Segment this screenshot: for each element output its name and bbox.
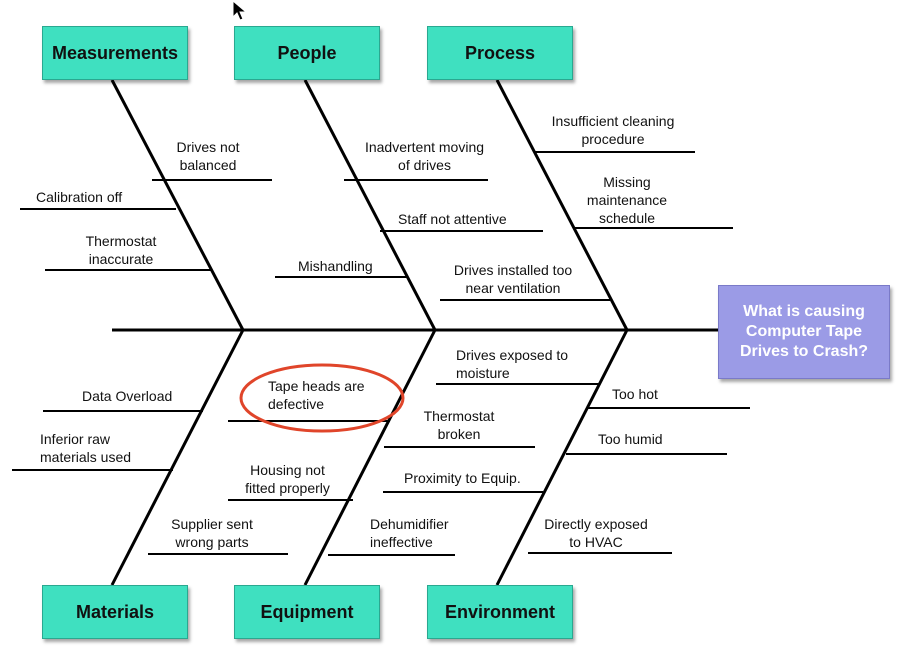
cause-label: Staff not attentive bbox=[398, 211, 507, 227]
cause-label: Too humid bbox=[598, 431, 663, 447]
highlight-circle bbox=[239, 363, 405, 433]
effect-text: What is causing Computer Tape Drives to … bbox=[739, 303, 869, 360]
cause-label: Missing maintenance schedule bbox=[586, 174, 668, 226]
category-equipment: Equipment bbox=[234, 585, 380, 639]
cause-label: Drives exposed to moisture bbox=[456, 347, 569, 381]
cause-label: Proximity to Equip. bbox=[404, 470, 521, 486]
bone-equipment bbox=[303, 329, 437, 586]
cause-label: Directly exposed to HVAC bbox=[544, 516, 648, 550]
cause-label: Inferior raw materials used bbox=[40, 431, 132, 465]
bone-measurements bbox=[110, 79, 245, 331]
cause-label: Inadvertent moving of drives bbox=[364, 139, 485, 173]
cause-label: Thermostat broken bbox=[423, 408, 495, 442]
cause-label: Housing not fitted properly bbox=[245, 462, 330, 496]
mouse-cursor-icon bbox=[232, 0, 248, 21]
cause-label: Drives installed too near ventilation bbox=[453, 262, 573, 296]
cause-label: Mishandling bbox=[298, 258, 373, 274]
bone-materials bbox=[110, 329, 245, 586]
cause-label: Data Overload bbox=[82, 388, 173, 404]
category-people: People bbox=[234, 26, 380, 80]
cause-label: Dehumidifier ineffective bbox=[370, 516, 449, 550]
effect-box: What is causing Computer Tape Drives to … bbox=[718, 285, 890, 379]
category-measurements: Measurements bbox=[42, 26, 188, 80]
category-environment: Environment bbox=[427, 585, 573, 639]
cause-label: Insufficient cleaning procedure bbox=[551, 113, 675, 147]
cause-label: Thermostat inaccurate bbox=[85, 233, 157, 267]
bone-process bbox=[495, 79, 629, 331]
bone-environment bbox=[495, 329, 629, 586]
bone-people bbox=[303, 79, 437, 331]
cause-label: Drives not balanced bbox=[176, 139, 240, 173]
category-materials: Materials bbox=[42, 585, 188, 639]
cause-label: Supplier sent wrong parts bbox=[171, 516, 253, 550]
cause-label: Too hot bbox=[612, 386, 658, 402]
cause-label: Calibration off bbox=[36, 189, 123, 205]
cause-label-highlighted: Tape heads are defective bbox=[268, 378, 365, 412]
category-process: Process bbox=[427, 26, 573, 80]
